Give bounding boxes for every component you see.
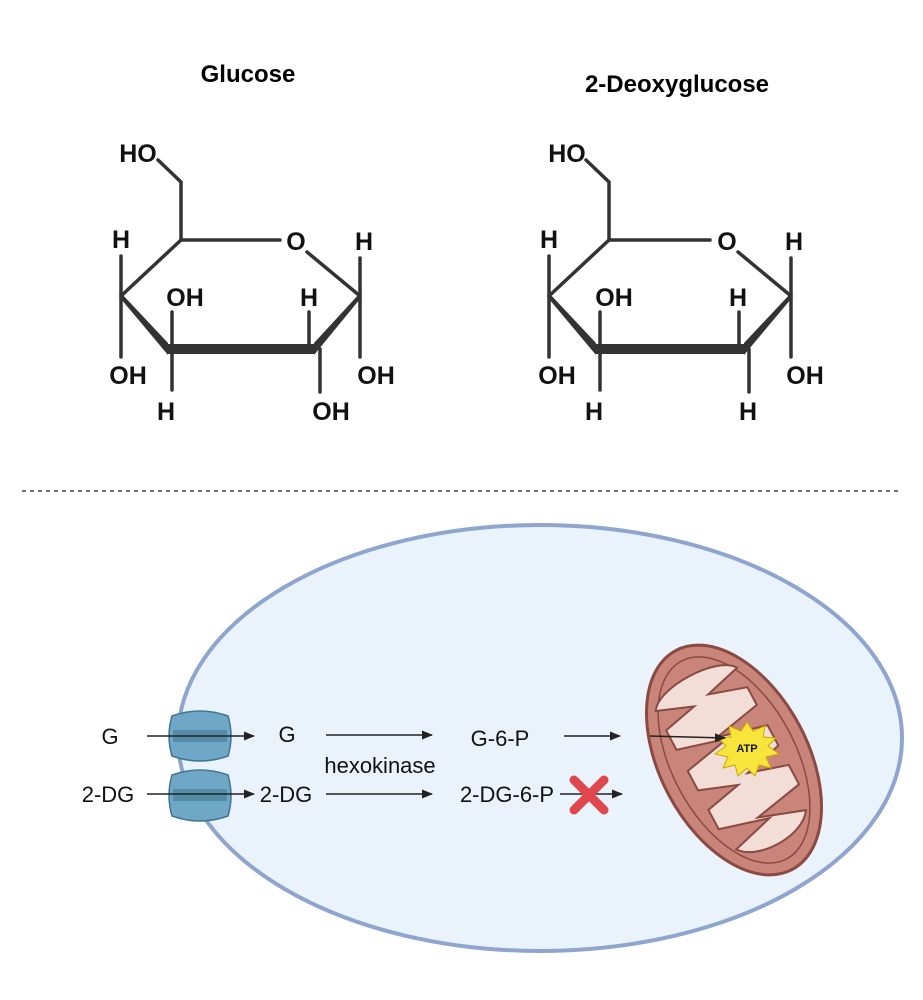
label-glucose-outside: G — [101, 724, 118, 749]
wedge-bond-c4-c3 — [121, 293, 168, 355]
glucose-structure: Glucose HO O H H OH H OH H OH OH — [109, 61, 395, 426]
atp-label: ATP — [736, 743, 757, 755]
atom-h: H — [540, 226, 558, 254]
atom-ho: HO — [119, 140, 157, 168]
atom-h: H — [585, 398, 603, 426]
atom-h: H — [785, 228, 803, 256]
ch2oh-bond — [156, 158, 183, 242]
atom-oh: OH — [357, 362, 395, 390]
atom-h: H — [112, 226, 130, 254]
wedge-bond-c1-c2 — [744, 293, 791, 355]
atom-oh: OH — [538, 362, 576, 390]
atom-h: H — [355, 228, 373, 256]
label-g6p: G-6-P — [471, 726, 530, 751]
atom-h: H — [157, 398, 175, 426]
atom-oh: OH — [595, 284, 633, 312]
atom-oh: OH — [109, 362, 147, 390]
label-2dg-inside: 2-DG — [260, 782, 313, 807]
deoxyglucose-structure: 2-Deoxyglucose HO O H H OH H OH H H OH — [538, 71, 824, 426]
atom-oh: OH — [786, 362, 824, 390]
label-2dg-outside: 2-DG — [82, 782, 135, 807]
wedge-bond-c4-c3 — [549, 293, 596, 355]
atom-h: H — [739, 398, 757, 426]
atom-oh: OH — [166, 284, 204, 312]
deoxyglucose-title: 2-Deoxyglucose — [585, 71, 769, 98]
glucose-transporter-icon — [168, 769, 232, 822]
wedge-bond-c1-c2 — [314, 293, 360, 355]
label-2dg6p: 2-DG-6-P — [460, 782, 554, 807]
ring-bond-c5-c4 — [547, 238, 611, 298]
label-glucose-inside: G — [278, 722, 295, 747]
ring-bond-o-c1 — [736, 250, 793, 298]
atom-oh: OH — [312, 398, 350, 426]
arrow-to-mitochondrion — [649, 733, 727, 743]
atom-h: H — [300, 284, 318, 312]
ring-bond-c5-c4 — [119, 238, 183, 298]
ch2oh-bond — [584, 158, 611, 242]
ring-bond-o-c1 — [305, 250, 362, 298]
atom-h: H — [729, 284, 747, 312]
label-hexokinase: hexokinase — [324, 753, 435, 778]
x-mark-icon — [569, 775, 609, 815]
atom-ho: HO — [548, 140, 586, 168]
atom-ring-oxygen: O — [286, 228, 305, 256]
glucose-title: Glucose — [201, 61, 296, 88]
atom-ring-oxygen: O — [717, 228, 736, 256]
